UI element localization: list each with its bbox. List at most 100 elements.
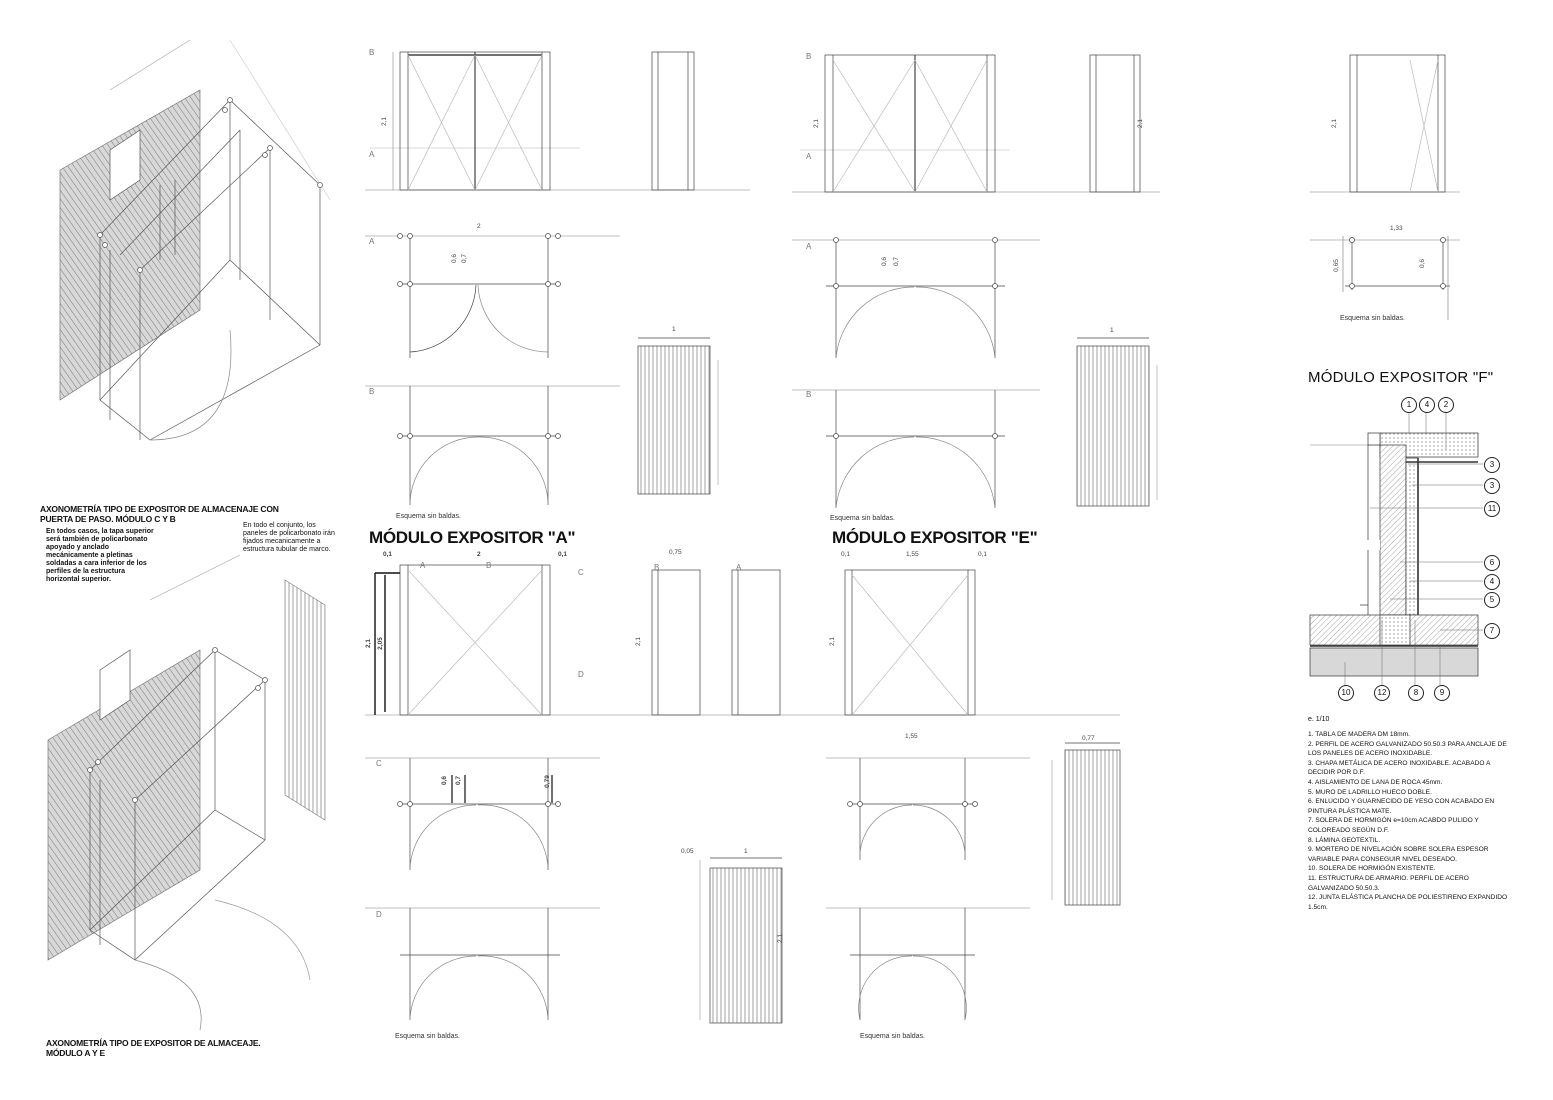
section-label-b: B — [486, 561, 492, 570]
axonometry-ae — [47, 554, 326, 1031]
dim-depth: 0,65 — [1332, 259, 1340, 272]
dim-post: 0,1 — [558, 551, 568, 558]
legend-item: 9. MORTERO DE NIVELACIÓN SOBRE SOLERA ES… — [1308, 846, 1489, 863]
detail-legend: 1. TABLA DE MADERA DM 18mm. 2. PERFIL DE… — [1308, 730, 1516, 912]
dim-door-width: 1 — [744, 848, 748, 855]
legend-item: 1. TABLA DE MADERA DM 18mm. — [1308, 731, 1410, 738]
dim-depth: 0,79 — [543, 775, 551, 788]
section-label-b: B — [369, 387, 375, 396]
axo-cb-caption: AXONOMETRÍA TIPO DE EXPOSITOR DE ALMACEN… — [40, 504, 279, 524]
legend-item: 6. ENLUCIDO Y GUARNECIDO DE YESO CON ACA… — [1308, 798, 1495, 815]
module-e-sin-baldas-note: Esquema sin baldas. — [830, 515, 895, 522]
detail-callout-12: 12 — [1374, 685, 1390, 701]
module-f-drawings — [1310, 54, 1460, 320]
legend-item: 8. LÁMINA GEOTEXTIL. — [1308, 836, 1381, 844]
section-label-b: B — [654, 563, 660, 572]
dim-depth: 0,7 — [461, 253, 469, 264]
detail-callout-8: 8 — [1408, 685, 1424, 701]
module-f-title: MÓDULO EXPOSITOR "F" — [1308, 369, 1494, 386]
section-label-d: D — [578, 670, 584, 679]
dim-width: 1,55 — [905, 733, 918, 740]
legend-item: 11. ESTRUCTURA DE ARMARIO. PERFIL DE ACE… — [1308, 874, 1469, 892]
dim-depth: 0,6 — [451, 253, 459, 264]
dim-depth: 0,7 — [455, 775, 463, 786]
legend-item: 4. AISLAMIENTO DE LANA DE ROCA 45mm. — [1308, 778, 1443, 786]
module-e-side-panel — [1064, 749, 1121, 906]
section-label-b: B — [369, 48, 375, 57]
dim-height-inner: 2,05 — [376, 637, 384, 650]
module-cd-drawings — [365, 564, 800, 1024]
dim-width: 2 — [477, 223, 481, 230]
section-label-d: D — [376, 910, 382, 919]
dim-door-width: 1 — [1110, 327, 1114, 334]
dim-width: 1,33 — [1390, 225, 1403, 232]
detail-callout-5: 5 — [1484, 592, 1500, 608]
legend-item: 7. SOLERA DE HORMIGÓN e=10cm ACABDO PULI… — [1308, 817, 1479, 834]
dim-post: 0,1 — [841, 551, 851, 558]
detail-callout-3: 3 — [1484, 478, 1500, 494]
module-cd-sin-baldas-note: Esquema sin baldas. — [395, 1033, 460, 1040]
module-e-door-panel — [1076, 345, 1150, 507]
detail-callout-11: 11 — [1484, 501, 1500, 517]
section-label-c: C — [376, 759, 382, 768]
section-label-a: A — [369, 150, 375, 159]
detail-f-section — [1309, 411, 1483, 685]
legend-item: 12. JUNTA ELÁSTICA PLANCHA DE POLIESTIRE… — [1308, 894, 1508, 911]
section-label-b: B — [806, 52, 812, 61]
legend-item: 3. CHAPA METÁLICA DE ACERO INOXIDABLE. A… — [1308, 759, 1490, 777]
axo-panels-note: En todo el conjunto, los paneles de poli… — [243, 522, 335, 553]
detail-callout-9: 9 — [1434, 685, 1450, 701]
detail-callout-3: 3 — [1484, 457, 1500, 473]
dim-height: 2,1 — [1137, 118, 1145, 129]
detail-callout-1: 1 — [1401, 397, 1417, 413]
dim-height: 2,1 — [635, 636, 643, 647]
detail-callout-10: 10 — [1338, 685, 1354, 701]
dim-depth: 0,6 — [1419, 258, 1427, 269]
legend-item: 10. SOLERA DE HORMIGÓN EXISTENTE. — [1308, 865, 1436, 873]
axonometry-cb — [59, 39, 331, 441]
dim-depth: 0,6 — [881, 256, 889, 267]
detail-scale: e. 1/10 — [1308, 716, 1330, 723]
module-f-sin-baldas-note: Esquema sin baldas. — [1340, 315, 1405, 322]
module-a-door-panel — [637, 345, 711, 495]
dim-depth: 0,6 — [441, 775, 449, 786]
section-label-a: A — [806, 152, 812, 161]
dim-post: 0,1 — [978, 551, 988, 558]
section-label-b: B — [806, 390, 812, 399]
dim-frame: 0,05 — [681, 848, 694, 855]
dim-post: 0,1 — [383, 551, 393, 558]
axo-ae-hatched-panel — [47, 649, 201, 961]
module-a-drawings — [365, 51, 750, 506]
module-e-lower-sin-baldas-note: Esquema sin baldas. — [860, 1033, 925, 1040]
section-label-a: A — [736, 563, 742, 572]
dim-width: 2 — [477, 551, 481, 558]
dim-height: 2,1 — [777, 933, 785, 944]
detail-callout-4: 4 — [1419, 397, 1435, 413]
dim-depth: 0,7 — [893, 256, 901, 267]
module-a-title: MÓDULO EXPOSITOR "A" — [369, 528, 576, 547]
dim-height: 2,1 — [381, 116, 389, 127]
dim-width: 1,55 — [906, 551, 919, 558]
section-label-a: A — [806, 242, 812, 251]
module-cd-door-panel — [709, 867, 783, 1024]
module-a-sin-baldas-note: Esquema sin baldas. — [396, 513, 461, 520]
dim-side-width: 0,75 — [669, 549, 682, 556]
module-e-title: MÓDULO EXPOSITOR "E" — [832, 528, 1038, 547]
detail-callout-7: 7 — [1484, 623, 1500, 639]
section-label-c: C — [578, 568, 584, 577]
section-label-a: A — [420, 561, 426, 570]
dim-height: 2,1 — [813, 118, 821, 129]
legend-item: 2. PERFIL DE ACERO GALVANIZADO 50.50.3 P… — [1308, 740, 1507, 758]
section-label-a: A — [369, 237, 375, 246]
dim-height: 2,1 — [829, 636, 837, 647]
dim-side-width: 0,77 — [1082, 735, 1095, 742]
detail-callout-4: 4 — [1484, 574, 1500, 590]
detail-callout-6: 6 — [1484, 555, 1500, 571]
detail-callout-2: 2 — [1438, 397, 1454, 413]
dim-height: 2,1 — [365, 638, 373, 649]
dim-door-width: 1 — [672, 326, 676, 333]
axo-ae-caption: AXONOMETRÍA TIPO DE EXPOSITOR DE ALMACEA… — [46, 1038, 261, 1058]
axo-ae-side-panel — [284, 579, 326, 821]
dim-height: 2,1 — [1331, 118, 1339, 129]
